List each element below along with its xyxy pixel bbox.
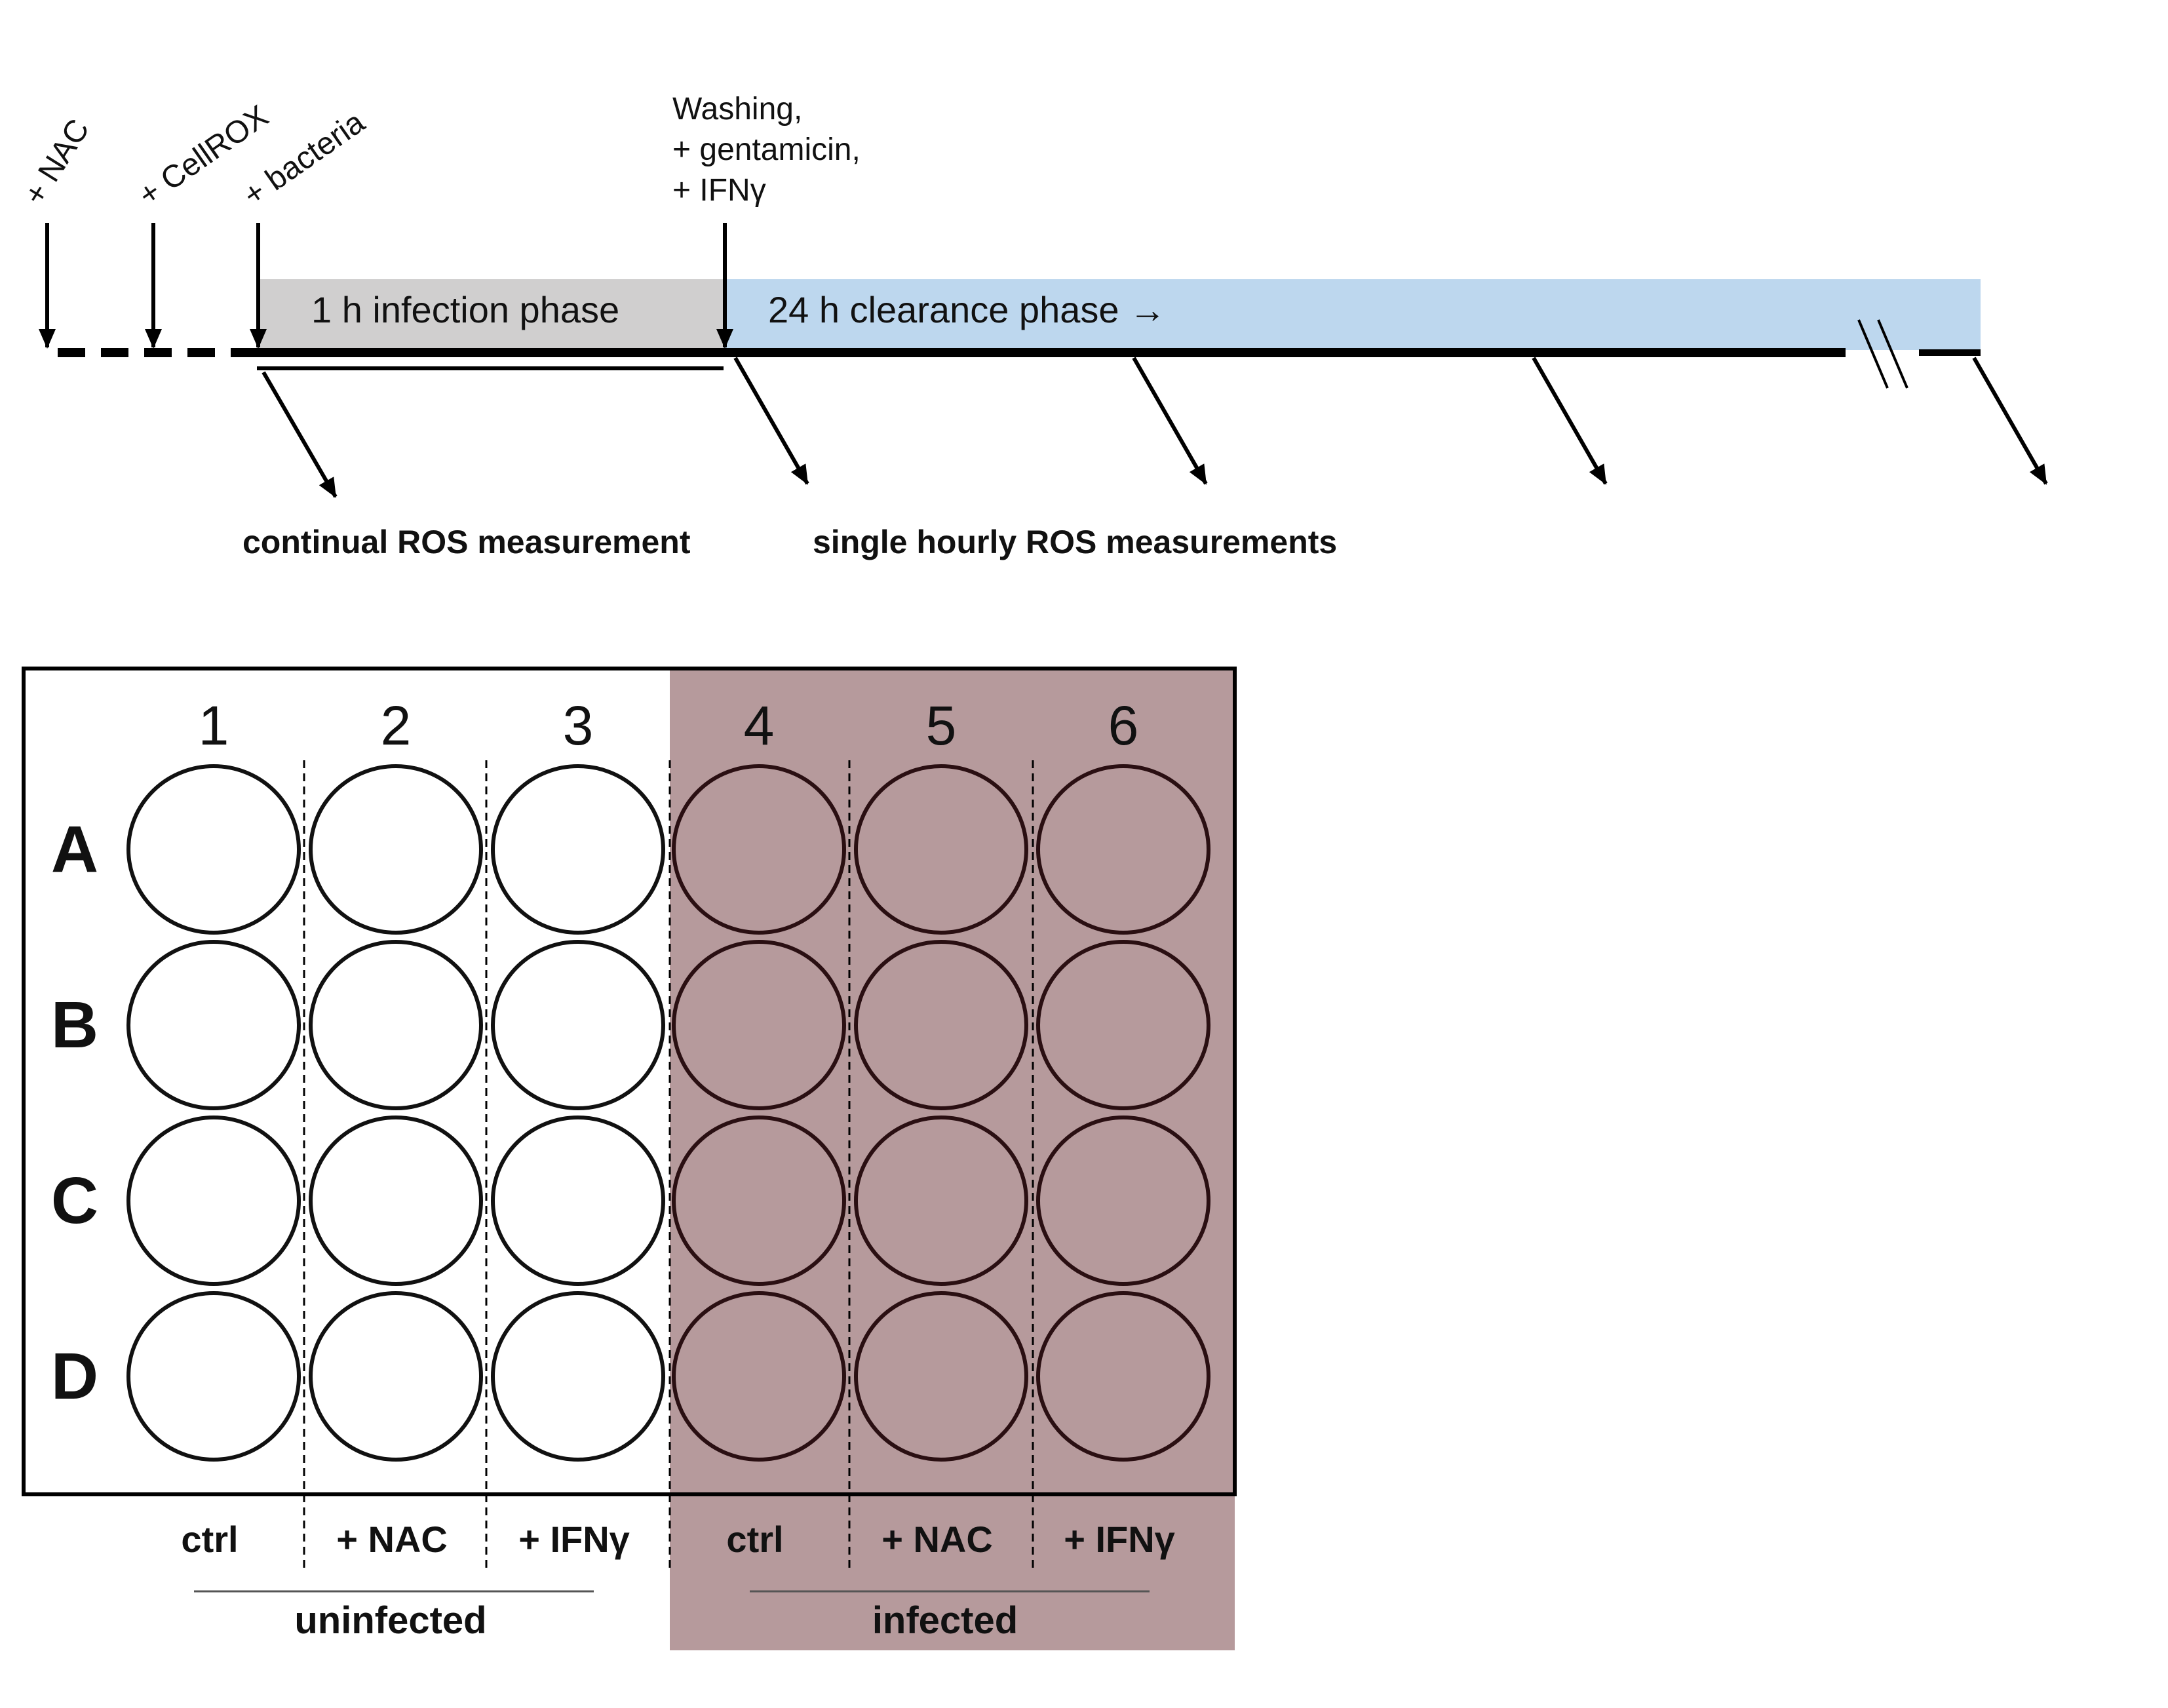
well-D2 — [309, 1291, 483, 1462]
column-header: 3 — [563, 695, 594, 756]
column-header: 5 — [926, 695, 957, 756]
well-C5 — [854, 1116, 1028, 1286]
hourly-measurement-label: single hourly ROS measurements — [813, 524, 1337, 560]
well-B4 — [672, 940, 846, 1110]
well-C1 — [126, 1116, 301, 1286]
row-header: C — [51, 1164, 98, 1237]
washing-note-line: Washing, — [672, 92, 802, 126]
infected-group-label: infected — [872, 1599, 1018, 1642]
measurement-arrow — [261, 371, 338, 498]
column-headers: 1 2 3 4 5 6 — [199, 695, 1139, 756]
well-D6 — [1036, 1291, 1210, 1462]
well-B1 — [126, 940, 301, 1110]
treatment-label: + IFNγ — [518, 1519, 630, 1560]
row-header: A — [51, 813, 98, 886]
well-B2 — [309, 940, 483, 1110]
treatment-labels: ctrl + NAC + IFNγ ctrl + NAC + IFNγ — [181, 1519, 1174, 1560]
plate-outline — [22, 667, 1237, 1496]
infection-phase-band — [257, 279, 724, 350]
well-D1 — [126, 1291, 301, 1462]
treatment-label: + NAC — [881, 1519, 993, 1560]
nac-label: + NAC — [17, 113, 96, 211]
well-D5 — [854, 1291, 1028, 1462]
row-header: B — [51, 988, 98, 1062]
clearance-phase-label: 24 h clearance phase → — [768, 289, 1166, 330]
clearance-phase-band — [724, 279, 1981, 350]
well-A4 — [672, 764, 846, 935]
well-plate: 1 2 3 4 5 6 A B C D ctrl + NAC + IFNγ ctrl + NAC + IF… — [22, 667, 1237, 1650]
measurement-arrow — [733, 357, 809, 485]
infection-phase-label: 1 h infection phase — [311, 289, 619, 330]
measurement-arrow — [1532, 357, 1608, 485]
well-A1 — [126, 764, 301, 935]
uninfected-group-label: uninfected — [294, 1599, 486, 1642]
well-B6 — [1036, 940, 1210, 1110]
column-header: 6 — [1108, 695, 1139, 756]
wells — [126, 764, 1210, 1462]
well-D3 — [491, 1291, 665, 1462]
continual-measurement-label: continual ROS measurement — [242, 524, 691, 560]
well-A2 — [309, 764, 483, 935]
well-A5 — [854, 764, 1028, 935]
well-C6 — [1036, 1116, 1210, 1286]
well-A6 — [1036, 764, 1210, 935]
well-B3 — [491, 940, 665, 1110]
well-C3 — [491, 1116, 665, 1286]
timeline: 1 h infection phase 24 h clearance phase… — [17, 92, 2048, 560]
measurement-arrow — [1972, 357, 2048, 485]
well-D4 — [672, 1291, 846, 1462]
treatment-label: ctrl — [726, 1519, 783, 1560]
column-header: 2 — [381, 695, 412, 756]
well-C4 — [672, 1116, 846, 1286]
column-dividers — [303, 760, 1034, 1573]
treatment-label: ctrl — [181, 1519, 238, 1560]
row-header: D — [51, 1340, 98, 1413]
washing-note-line: + IFNγ — [672, 173, 766, 208]
washing-note-line: + gentamicin, — [672, 132, 861, 167]
well-B5 — [854, 940, 1028, 1110]
column-header: 1 — [199, 695, 229, 756]
column-header: 4 — [744, 695, 775, 756]
row-headers: A B C D — [51, 813, 98, 1413]
axis-break-mark — [1857, 319, 1889, 389]
treatment-label: + NAC — [336, 1519, 448, 1560]
measurement-arrow — [1132, 357, 1208, 485]
well-A3 — [491, 764, 665, 935]
treatment-label: + IFNγ — [1064, 1519, 1175, 1560]
axis-break-mark — [1877, 319, 1908, 389]
well-C2 — [309, 1116, 483, 1286]
